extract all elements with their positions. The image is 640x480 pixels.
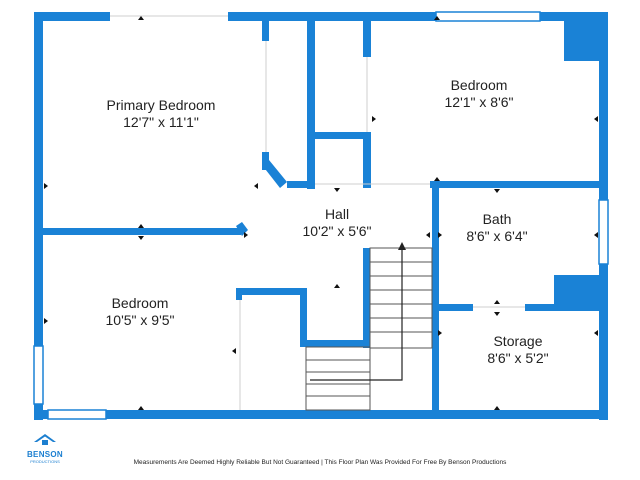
windows [33, 11, 609, 420]
room-size: 10'5" x 9'5" [106, 312, 175, 328]
room-name: Bedroom [112, 295, 169, 311]
dimension-ticks [44, 16, 598, 410]
room-labels: Primary Bedroom 12'7" x 11'1" Bedroom 12… [106, 77, 549, 366]
stair-direction-line [310, 246, 403, 381]
wall-closet-a [262, 21, 269, 41]
wall-closet-c [363, 21, 371, 57]
wall-ne-closet [564, 21, 600, 61]
wall-bath-left [432, 188, 439, 410]
room-size: 12'1" x 8'6" [445, 94, 514, 110]
company-logo: BENSON PRODUCTIONS [22, 432, 68, 464]
logo-tagline: PRODUCTIONS [30, 459, 60, 464]
room-name: Bath [483, 211, 512, 227]
stair-run-right [369, 247, 433, 349]
room-size: 10'2" x 5'6" [303, 223, 372, 239]
wall-hall-corner [236, 288, 242, 300]
logo-name: BENSON [26, 450, 64, 459]
wall-closet-diagonal [262, 160, 287, 188]
wall-bottom [34, 410, 608, 419]
room-name: Hall [325, 206, 349, 222]
room-name: Bedroom [451, 77, 508, 93]
window-south [47, 409, 107, 420]
wall-closet-a2 [262, 152, 269, 170]
room-size: 12'7" x 11'1" [123, 114, 199, 130]
wall-top-right [228, 12, 608, 21]
wall-closet-c2 [363, 132, 371, 188]
door-traces [110, 15, 525, 410]
window-east [598, 199, 609, 265]
room-size: 8'6" x 6'4" [466, 228, 527, 244]
wall-top-left [34, 12, 110, 21]
wall-hall-top-b [430, 181, 600, 188]
wall-primary-bottom [43, 228, 241, 235]
wall-hall-diagonal [236, 222, 248, 236]
window-west [33, 345, 44, 405]
wall-bath-closet [554, 275, 600, 311]
wall-closet-shelf [315, 132, 370, 139]
footer-disclaimer: Measurements Are Deemed Highly Reliable … [133, 459, 507, 466]
window-north [435, 11, 541, 22]
stair-run-bottom [305, 346, 371, 411]
room-name: Storage [493, 333, 542, 349]
wall-closet-b [307, 21, 315, 189]
stair-arrow-icon [398, 242, 406, 250]
wall-storage-top-a [439, 304, 473, 311]
wall-stair-left [300, 288, 307, 346]
wall-hall-top-a [287, 181, 315, 188]
wall-stair-landing [300, 340, 370, 347]
wall-stair-divider [363, 248, 370, 348]
house-icon [34, 434, 56, 445]
staircase [305, 242, 433, 411]
wall-stair-top [236, 288, 306, 295]
room-name: Primary Bedroom [107, 97, 216, 113]
wall-left [34, 12, 43, 420]
room-size: 8'6" x 5'2" [487, 350, 548, 366]
